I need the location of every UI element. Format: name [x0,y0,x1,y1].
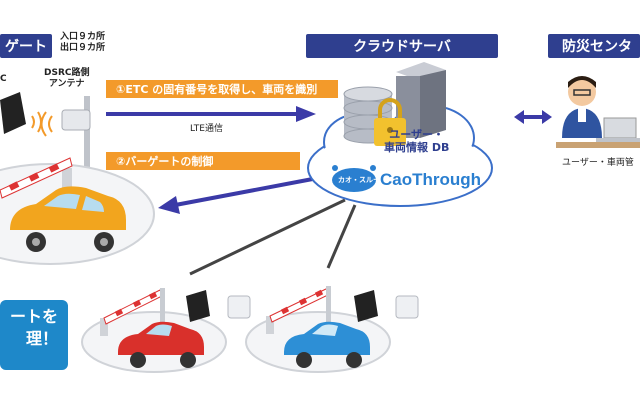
control-arrow-left [158,176,319,214]
gate-counts: 入口９カ所 出口９カ所 [60,32,105,54]
operator-person-icon [562,76,602,138]
link-line-right [326,204,357,269]
desk [556,142,640,148]
lte-arrow-right [106,106,316,122]
db-label-line2: 車両情報 DB [384,141,450,154]
link-line-left [189,198,346,276]
gate3-antenna-icon [395,295,419,319]
main-barrier-gate [0,157,73,199]
db-label-line1: ユーザー・ [389,128,445,141]
server-icon [396,62,446,138]
brand-logo-text: カオ・スルー [338,176,380,184]
gate2-antenna-icon [227,295,251,319]
exit-count: 出口９カ所 [60,43,106,53]
db-label: ユーザー・ 車両情報 DB [384,128,449,154]
orange-car-icon [10,186,126,252]
bidirectional-arrow [514,110,552,124]
antenna-label: DSRC路側 アンテナ [44,68,90,90]
disaster-center-header: 防災センタ [548,34,640,58]
red-car-icon [118,321,204,368]
etc-label-partial: C [0,74,7,84]
caothrough-logo-icon [332,165,376,192]
step2-banner: ②バーゲートの制御 [106,152,300,170]
cloud-server-header-label: クラウドサーバ [353,39,451,55]
gate3-barrier [266,286,331,334]
user-management-label: ユーザー・車両管 [562,158,634,168]
brand-name: CaoThrough [380,170,482,189]
cloud-server-header: クラウドサーバ [306,34,498,58]
laptop-icon [596,117,640,142]
highlight-note: ートを 理！ [0,300,68,370]
lock-icon [374,98,406,146]
step2-label: ②バーゲートの制御 [116,155,214,168]
antenna-label-line2: アンテナ [48,79,85,89]
gate3-etc-device-icon [354,290,378,322]
highlight-note-line1: ートを [10,307,59,326]
gate2-etc-device-icon [186,290,210,322]
highlight-note-line2: 理！ [26,329,59,348]
entrance-count: 入口９カ所 [60,32,106,42]
blue-car-icon [284,321,370,368]
antenna-label-line1: DSRC路側 [44,68,90,78]
gate-header-label: ゲート [5,39,47,55]
disaster-center-header-label: 防災センタ [562,39,632,55]
lte-label: LTE通信 [190,124,223,134]
gate-header: ゲート [0,34,52,58]
step1-label: ①ETC の固有番号を取得し、車両を識別 [116,83,318,96]
gate2-barrier [100,288,165,336]
etc-device-icon [0,92,42,134]
step1-banner: ①ETC の固有番号を取得し、車両を識別 [106,80,338,98]
